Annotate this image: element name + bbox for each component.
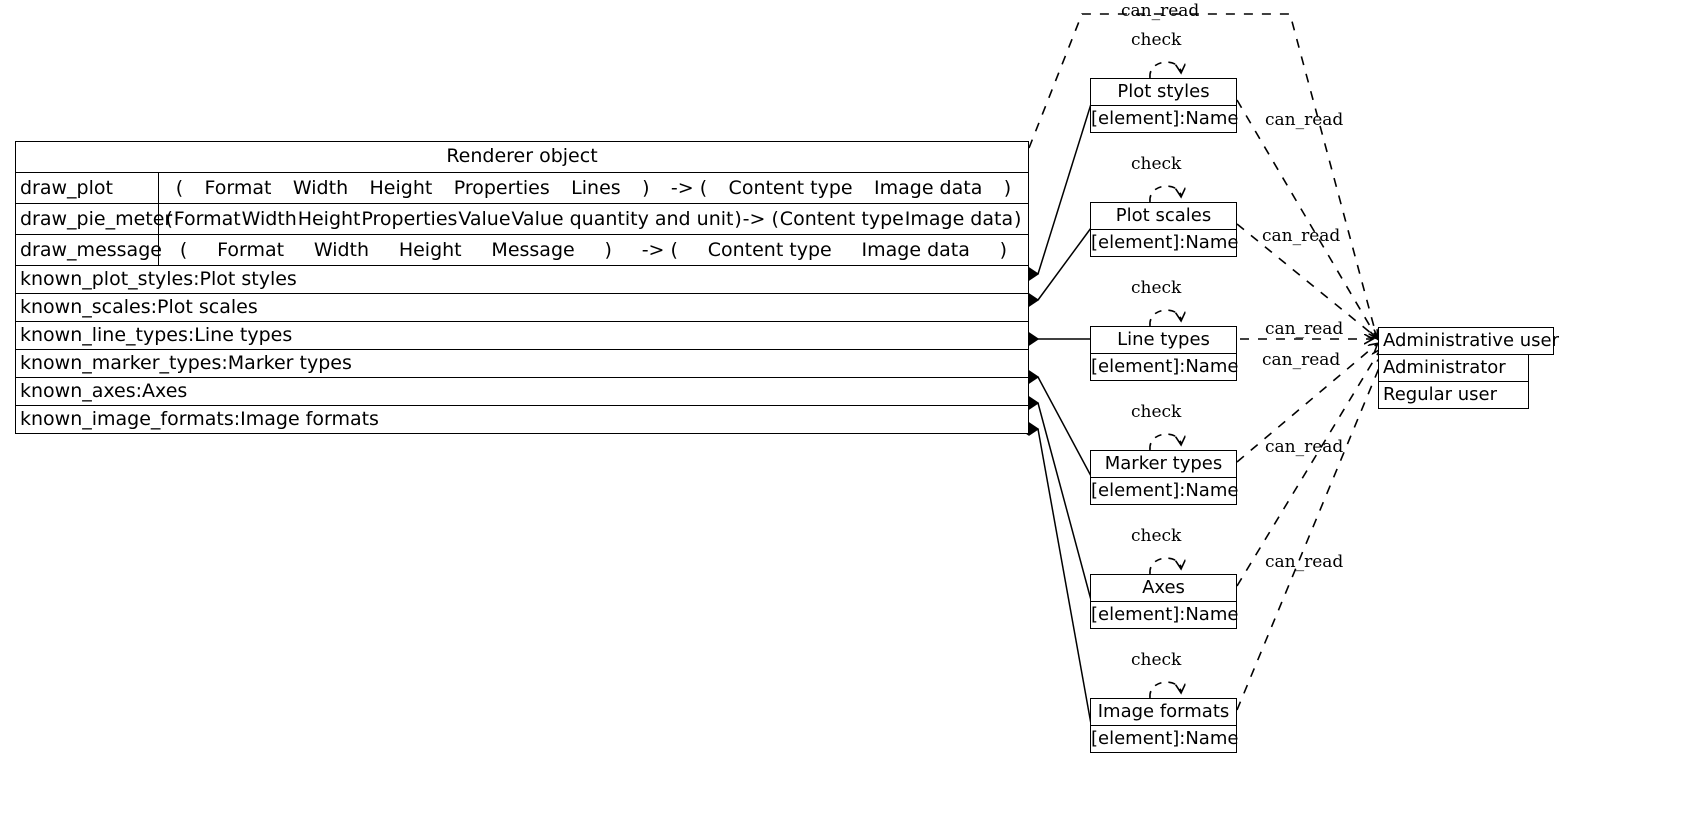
edge-label-check: check [1131, 650, 1182, 670]
sig-token: Value [458, 208, 511, 230]
class-box-axes: Axes [element]:Name [1090, 574, 1239, 629]
sig-token: Image data [874, 177, 983, 199]
edge-label-check: check [1131, 526, 1182, 546]
sig-token: ( [179, 239, 188, 261]
sig-token: Width [241, 208, 297, 230]
renderer-method-draw-message: draw_message ( Format Width Height Messa… [16, 235, 1028, 266]
sig-token: Image data [861, 239, 970, 261]
sig-token: -> ( [742, 208, 779, 230]
class-attribute: [element]:Name [1091, 108, 1239, 129]
user-role-administrator: Administrator [1378, 355, 1529, 382]
composition-links [1037, 103, 1092, 725]
edge-label-check: check [1131, 154, 1182, 174]
edge-label-can-read: can_read [1262, 226, 1341, 246]
edge-label-check: check [1131, 30, 1182, 50]
class-name: Line types [1091, 327, 1236, 354]
sig-token: ) [1003, 177, 1012, 199]
edge-label-can-read: can_read [1265, 552, 1344, 572]
class-box-image-formats: Image formats [element]:Name [1090, 698, 1239, 753]
sig-token: Content type [707, 239, 832, 261]
user-class-box: Administrative user Administrator Regula… [1378, 327, 1559, 409]
method-signature: ( Format Width Height Properties Lines )… [159, 173, 1028, 203]
sig-token: Height [297, 208, 361, 230]
sig-token: Value quantity and unit [511, 208, 734, 230]
renderer-method-draw-pie-meter: draw_pie_meter ( Format Width Height Pro… [16, 204, 1028, 235]
class-attribute: [element]:Name [1091, 604, 1239, 625]
edge-label-can-read: can_read [1121, 1, 1200, 21]
sig-token: Format [173, 208, 241, 230]
method-signature: ( Format Width Height Message ) -> ( Con… [159, 235, 1028, 265]
edge-label-can-read: can_read [1265, 110, 1344, 130]
method-name: draw_pie_meter [16, 204, 172, 234]
sig-token: ( [175, 177, 184, 199]
sig-token: Properties [361, 208, 458, 230]
class-attribute: [element]:Name [1091, 356, 1239, 377]
class-box-plot-scales: Plot scales [element]:Name [1090, 202, 1239, 257]
renderer-attribute: known_plot_styles:Plot styles [16, 266, 1028, 294]
class-attribute: [element]:Name [1091, 232, 1239, 253]
edge-label-check: check [1131, 278, 1182, 298]
sig-token: ) [734, 208, 742, 230]
class-name: Image formats [1091, 699, 1236, 726]
class-box-plot-styles: Plot styles [element]:Name [1090, 78, 1239, 133]
sig-token: ) [999, 239, 1008, 261]
sig-token: Content type [779, 208, 904, 230]
sig-token: -> ( [670, 177, 708, 199]
renderer-class-box: Renderer object draw_plot ( Format Width… [15, 141, 1029, 434]
method-name: draw_message [16, 235, 162, 265]
user-role-regular-user: Regular user [1378, 382, 1529, 409]
renderer-attribute: known_scales:Plot scales [16, 294, 1028, 322]
edge-label-can-read: can_read [1262, 350, 1341, 370]
class-name: Plot scales [1091, 203, 1236, 230]
class-name: Plot styles [1091, 79, 1236, 106]
sig-token: Width [292, 177, 349, 199]
sig-token: ) [642, 177, 650, 199]
renderer-attribute: known_axes:Axes [16, 378, 1028, 406]
sig-token: Height [398, 239, 462, 261]
class-box-line-types: Line types [element]:Name [1090, 326, 1239, 381]
class-box-marker-types: Marker types [element]:Name [1090, 450, 1239, 505]
sig-token: Image data [904, 208, 1014, 230]
sig-token: Width [313, 239, 370, 261]
sig-token: Height [369, 177, 433, 199]
renderer-title: Renderer object [16, 142, 1028, 173]
renderer-attribute: known_image_formats:Image formats [20, 408, 379, 430]
sig-token: Content type [728, 177, 853, 199]
renderer-method-draw-plot: draw_plot ( Format Width Height Properti… [16, 173, 1028, 204]
class-name: Marker types [1091, 451, 1236, 478]
edge-label-can-read: can_read [1265, 319, 1344, 339]
edge-label-can-read: can_read [1265, 437, 1344, 457]
sig-token: Lines [571, 177, 621, 199]
renderer-attribute: known_line_types:Line types [16, 322, 1028, 350]
method-signature: ( Format Width Height Properties Value V… [159, 204, 1028, 234]
sig-token: -> ( [641, 239, 678, 261]
user-title: Administrative user [1378, 327, 1559, 355]
sig-token: ( [165, 208, 173, 230]
method-name: draw_plot [16, 173, 159, 203]
class-name: Axes [1091, 575, 1236, 602]
edge-label-check: check [1131, 402, 1182, 422]
class-attribute: [element]:Name [1091, 480, 1239, 501]
class-attribute: [element]:Name [1091, 728, 1239, 749]
sig-token: Format [204, 177, 272, 199]
sig-token: Message [491, 239, 575, 261]
sig-token: ) [1013, 208, 1022, 230]
renderer-attribute: known_marker_types:Marker types [16, 350, 1028, 378]
sig-token: Format [217, 239, 285, 261]
sig-token: Properties [453, 177, 550, 199]
sig-token: ) [604, 239, 612, 261]
